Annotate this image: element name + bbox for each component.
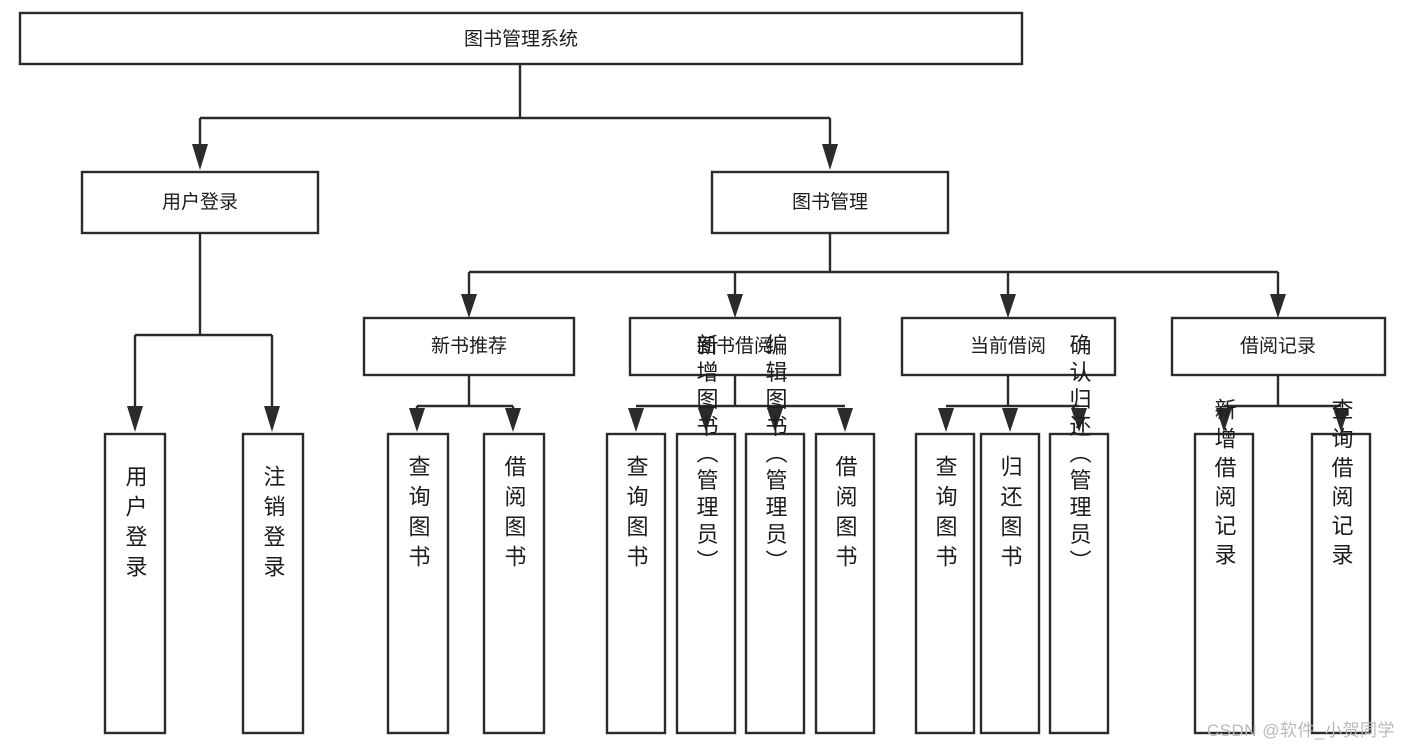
leaf-user-logout-box[interactable] [241, 432, 305, 735]
arrow-record-leaf-1-icon [1216, 408, 1232, 432]
leaf-newbook-borrow-box[interactable] [482, 432, 546, 735]
leaf-user-login-box[interactable] [103, 432, 167, 735]
node-current-borrow[interactable]: 当前借阅 [900, 316, 1117, 377]
node-book-borrow-label: 图书借阅 [697, 335, 773, 357]
leaf-borrow-query-box[interactable] [605, 432, 667, 735]
leaf-node[interactable]: 查询图书 [914, 432, 976, 735]
arrow-user-login-leaf-1-icon [127, 406, 143, 432]
node-book-borrow[interactable]: 图书借阅 [628, 316, 842, 377]
node-user-login[interactable]: 用户登录 [80, 170, 320, 235]
leaf-newbook-query-label: 查询图书 [406, 455, 431, 575]
leaf-record-add-box[interactable] [1193, 432, 1255, 735]
node-user-login-label: 用户登录 [162, 191, 238, 213]
node-root-label: 图书管理系统 [464, 28, 578, 50]
arrow-to-user-login-icon [192, 144, 208, 170]
leaf-node[interactable]: 查询图书 [605, 432, 667, 735]
node-current-borrow-label: 当前借阅 [970, 335, 1046, 357]
connector-group-user-login-leaves [127, 233, 280, 432]
leaf-borrow-edit-label: 编辑图书（管理员） [763, 334, 788, 577]
arrow-borrow-leaf-1-icon [628, 408, 644, 432]
node-user-login-box[interactable] [80, 170, 320, 235]
leaf-current-return-label: 归还图书 [998, 455, 1023, 575]
connector-group-borrow-leaves [628, 375, 853, 432]
leaf-borrow-do-label: 借阅图书 [833, 455, 858, 575]
arrow-to-new-book-icon [461, 294, 477, 318]
arrow-borrow-leaf-4-icon [837, 408, 853, 432]
leaf-node[interactable]: 查询图书 [386, 432, 450, 735]
node-root-box[interactable] [18, 11, 1024, 66]
node-new-book-recommend-label: 新书推荐 [431, 335, 507, 357]
arrow-new-book-leaf-2-icon [505, 408, 521, 432]
node-borrow-record-label: 借阅记录 [1240, 335, 1316, 357]
node-current-borrow-box[interactable] [900, 316, 1117, 377]
leaf-user-login-label: 用户登录 [123, 465, 148, 585]
leaf-current-query-label: 查询图书 [933, 455, 958, 575]
leaf-node[interactable]: 新增借阅记录 [1193, 398, 1255, 735]
node-book-management-label: 图书管理 [792, 191, 868, 213]
leaf-borrow-add-label: 新增图书（管理员） [694, 334, 719, 577]
leaf-borrow-query-label: 查询图书 [624, 455, 649, 575]
leaf-newbook-query-box[interactable] [386, 432, 450, 735]
leaf-node[interactable]: 注销登录 [241, 432, 305, 735]
leaf-current-confirm-box[interactable] [1048, 432, 1110, 735]
leaf-node[interactable]: 用户登录 [103, 432, 167, 735]
leaf-node[interactable]: 借阅图书 [482, 432, 546, 735]
leaf-current-query-box[interactable] [914, 432, 976, 735]
leaf-record-query-box[interactable] [1310, 432, 1372, 735]
arrow-new-book-leaf-1-icon [409, 408, 425, 432]
leaf-current-return-box[interactable] [979, 432, 1041, 735]
leaf-record-add-label: 新增借阅记录 [1212, 398, 1237, 572]
leaf-borrow-do-box[interactable] [814, 432, 876, 735]
leaf-node[interactable]: 新增图书（管理员） [675, 334, 737, 735]
arrow-to-record-icon [1270, 294, 1286, 318]
leaf-record-query-label: 查询借阅记录 [1329, 398, 1354, 572]
leaf-current-confirm-label: 确认归还（管理员） [1067, 334, 1092, 577]
leaf-node[interactable]: 编辑图书（管理员） [744, 334, 806, 735]
connector-group-book-mgmt-to-level3 [461, 233, 1286, 318]
connector-group-new-book-leaves [409, 375, 521, 432]
arrow-borrow-leaf-2-icon [698, 408, 714, 432]
arrow-current-leaf-2-icon [1002, 408, 1018, 432]
leaf-node[interactable]: 查询借阅记录 [1310, 398, 1372, 735]
node-root[interactable]: 图书管理系统 [18, 11, 1024, 66]
node-book-borrow-box[interactable] [628, 316, 842, 377]
leaf-newbook-borrow-label: 借阅图书 [502, 455, 527, 575]
node-new-book-recommend-box[interactable] [362, 316, 576, 377]
leaf-node[interactable]: 确认归还（管理员） [1048, 334, 1110, 735]
csdn-watermark: CSDN @软件_小贺同学 [1206, 721, 1395, 740]
connector-group-record-leaves [1216, 375, 1349, 432]
arrow-borrow-leaf-3-icon [767, 408, 783, 432]
leaf-user-logout-label: 注销登录 [261, 465, 286, 585]
arrow-current-leaf-1-icon [938, 408, 954, 432]
leaf-borrow-edit-box[interactable] [744, 432, 806, 735]
node-book-management-box[interactable] [710, 170, 950, 235]
arrow-user-login-leaf-2-icon [264, 406, 280, 432]
leaf-borrow-add-box[interactable] [675, 432, 737, 735]
leaf-node[interactable]: 借阅图书 [814, 432, 876, 735]
node-borrow-record-box[interactable] [1170, 316, 1387, 377]
node-new-book-recommend[interactable]: 新书推荐 [362, 316, 576, 377]
arrow-to-borrow-icon [727, 294, 743, 318]
arrow-record-leaf-2-icon [1333, 408, 1349, 432]
arrow-to-current-icon [1000, 294, 1016, 318]
connector-group-root-to-level2 [192, 64, 838, 170]
arrow-current-leaf-3-icon [1071, 408, 1087, 432]
arrow-to-book-mgmt-icon [822, 144, 838, 170]
node-book-management[interactable]: 图书管理 [710, 170, 950, 235]
node-borrow-record[interactable]: 借阅记录 [1170, 316, 1387, 377]
connector-group-current-leaves [938, 375, 1087, 432]
leaf-node[interactable]: 归还图书 [979, 432, 1041, 735]
